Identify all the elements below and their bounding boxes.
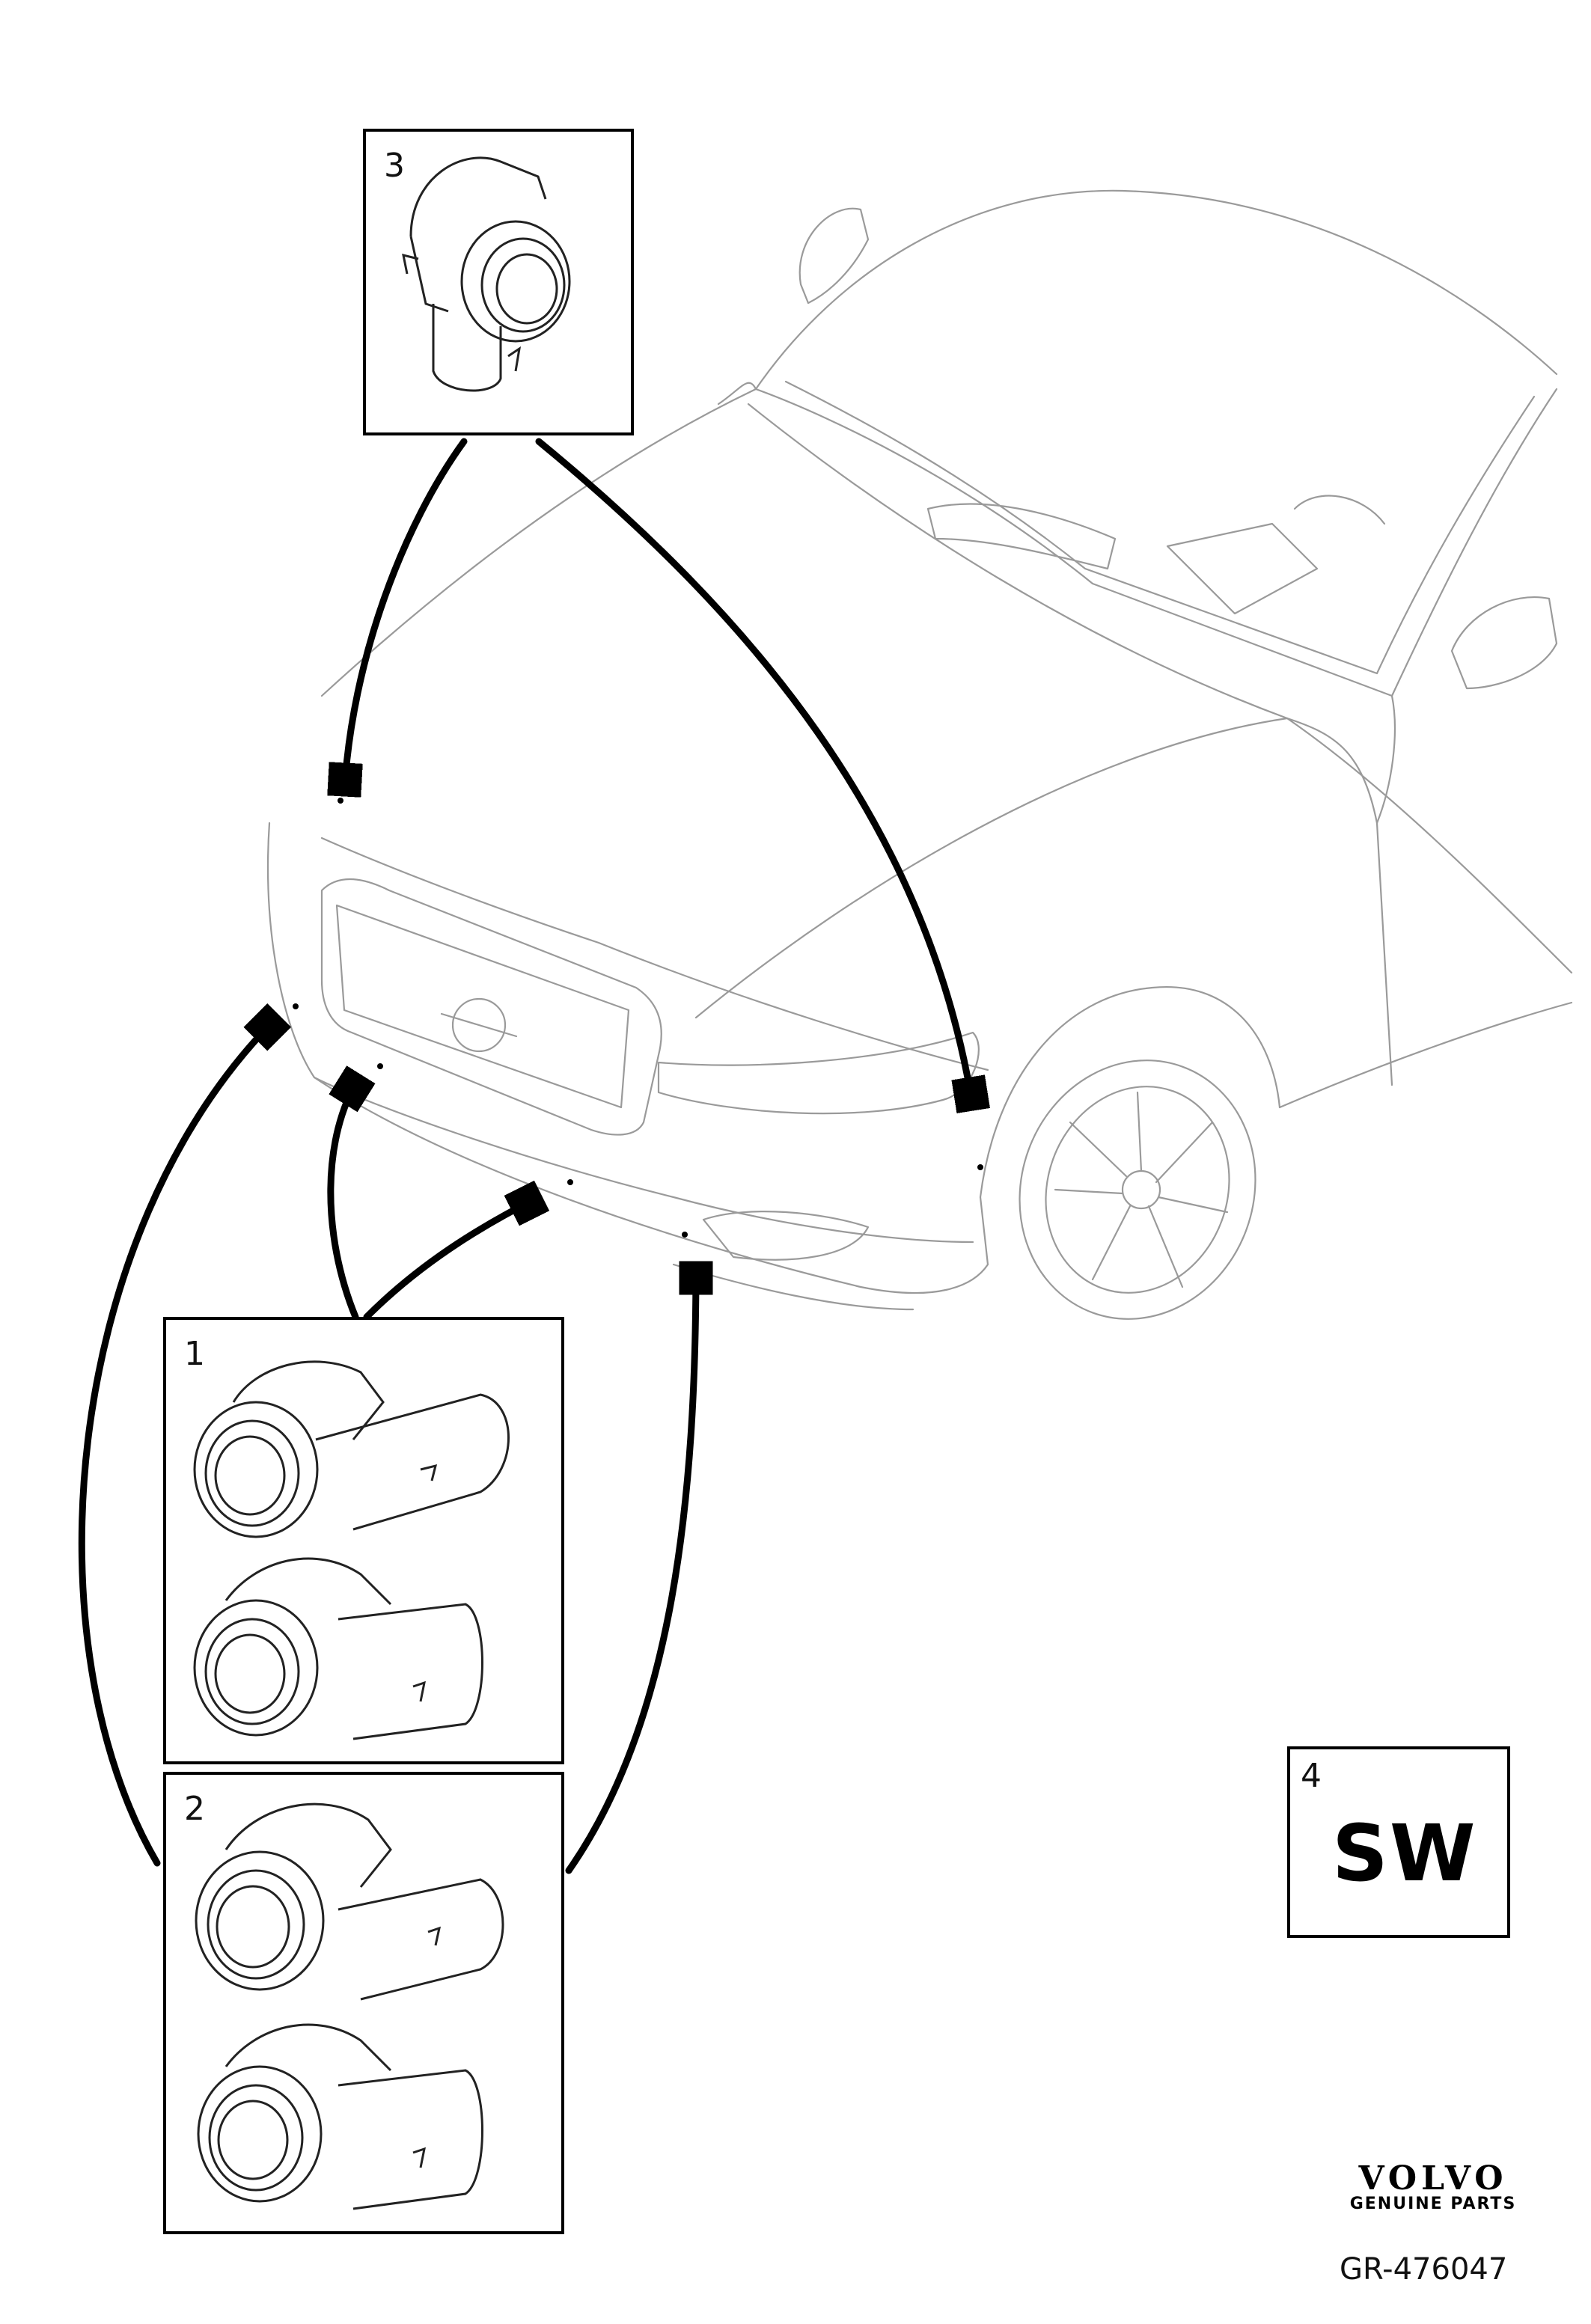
sensor-1-illustration: [193, 1360, 510, 1740]
dash-screen: [1166, 522, 1319, 615]
sensor-dot-2: [377, 1063, 383, 1069]
hood-rear-edge: [747, 403, 1378, 825]
volvo-brand-logo: VOLVO GENUINE PARTS: [1340, 2159, 1527, 2213]
headlight: [657, 1031, 980, 1115]
emblem-bar: [440, 1012, 518, 1038]
side-beltline: [1286, 717, 1573, 974]
sensor-3-illustration: [402, 156, 571, 392]
windshield-inner: [784, 380, 1536, 675]
right-mirror: [1450, 596, 1558, 690]
sensor-2-illustration: [195, 1802, 504, 2210]
sensor-dot-6: [338, 798, 343, 804]
steering-wheel: [1293, 495, 1386, 525]
wheel-spokes: [1054, 1091, 1229, 1288]
bumper-lower-edge: [313, 1076, 974, 1244]
fog-lamp: [702, 1211, 870, 1261]
front-wheel: [1019, 1059, 1256, 1320]
leader-2a: [78, 1018, 277, 1867]
front-wheel-rim: [1045, 1086, 1230, 1294]
sensor-dot-5: [977, 1164, 983, 1170]
leader-3b: [535, 438, 973, 1107]
grille-inner: [335, 904, 630, 1109]
windshield-outline: [754, 388, 1558, 697]
brand-name: VOLVO: [1358, 2159, 1508, 2198]
hood-crease: [694, 717, 1289, 1019]
callout-number-3: 3: [384, 147, 405, 185]
door-line: [1375, 822, 1393, 1086]
callout-box-2[interactable]: 2: [163, 1772, 564, 2234]
dash-vent: [926, 503, 1117, 570]
brand-subtitle: GENUINE PARTS: [1349, 2195, 1517, 2213]
callout-box-1[interactable]: 1: [163, 1317, 564, 1764]
leader-1a: [327, 1077, 359, 1321]
callout-number-2: 2: [184, 1790, 205, 1828]
left-mirror: [798, 207, 870, 305]
a-pillar-right: [1375, 694, 1396, 825]
software-label: SW: [1332, 1808, 1477, 1899]
callout-box-3[interactable]: 3: [363, 129, 634, 435]
side-rocker: [1278, 1001, 1573, 1109]
diagram-reference-code: GR-476047: [1340, 2252, 1508, 2287]
grille-outline: [320, 878, 662, 1136]
leader-2b: [565, 1265, 696, 1874]
roofline: [754, 189, 1558, 391]
callout-box-4[interactable]: 4 SW: [1287, 1746, 1510, 1938]
callout-number-1: 1: [184, 1335, 205, 1373]
wheel-arch: [979, 985, 1281, 1199]
sensor-dot-1: [293, 1003, 299, 1009]
leader-1b: [363, 1197, 539, 1321]
hood-front-edge: [320, 837, 989, 1071]
leader-3a: [344, 438, 468, 793]
a-pillar-left: [717, 382, 757, 406]
callout-number-4: 4: [1301, 1757, 1322, 1795]
grille-emblem: [451, 997, 507, 1053]
sensor-dot-4: [682, 1232, 688, 1238]
sensor-dot-3: [567, 1179, 573, 1185]
